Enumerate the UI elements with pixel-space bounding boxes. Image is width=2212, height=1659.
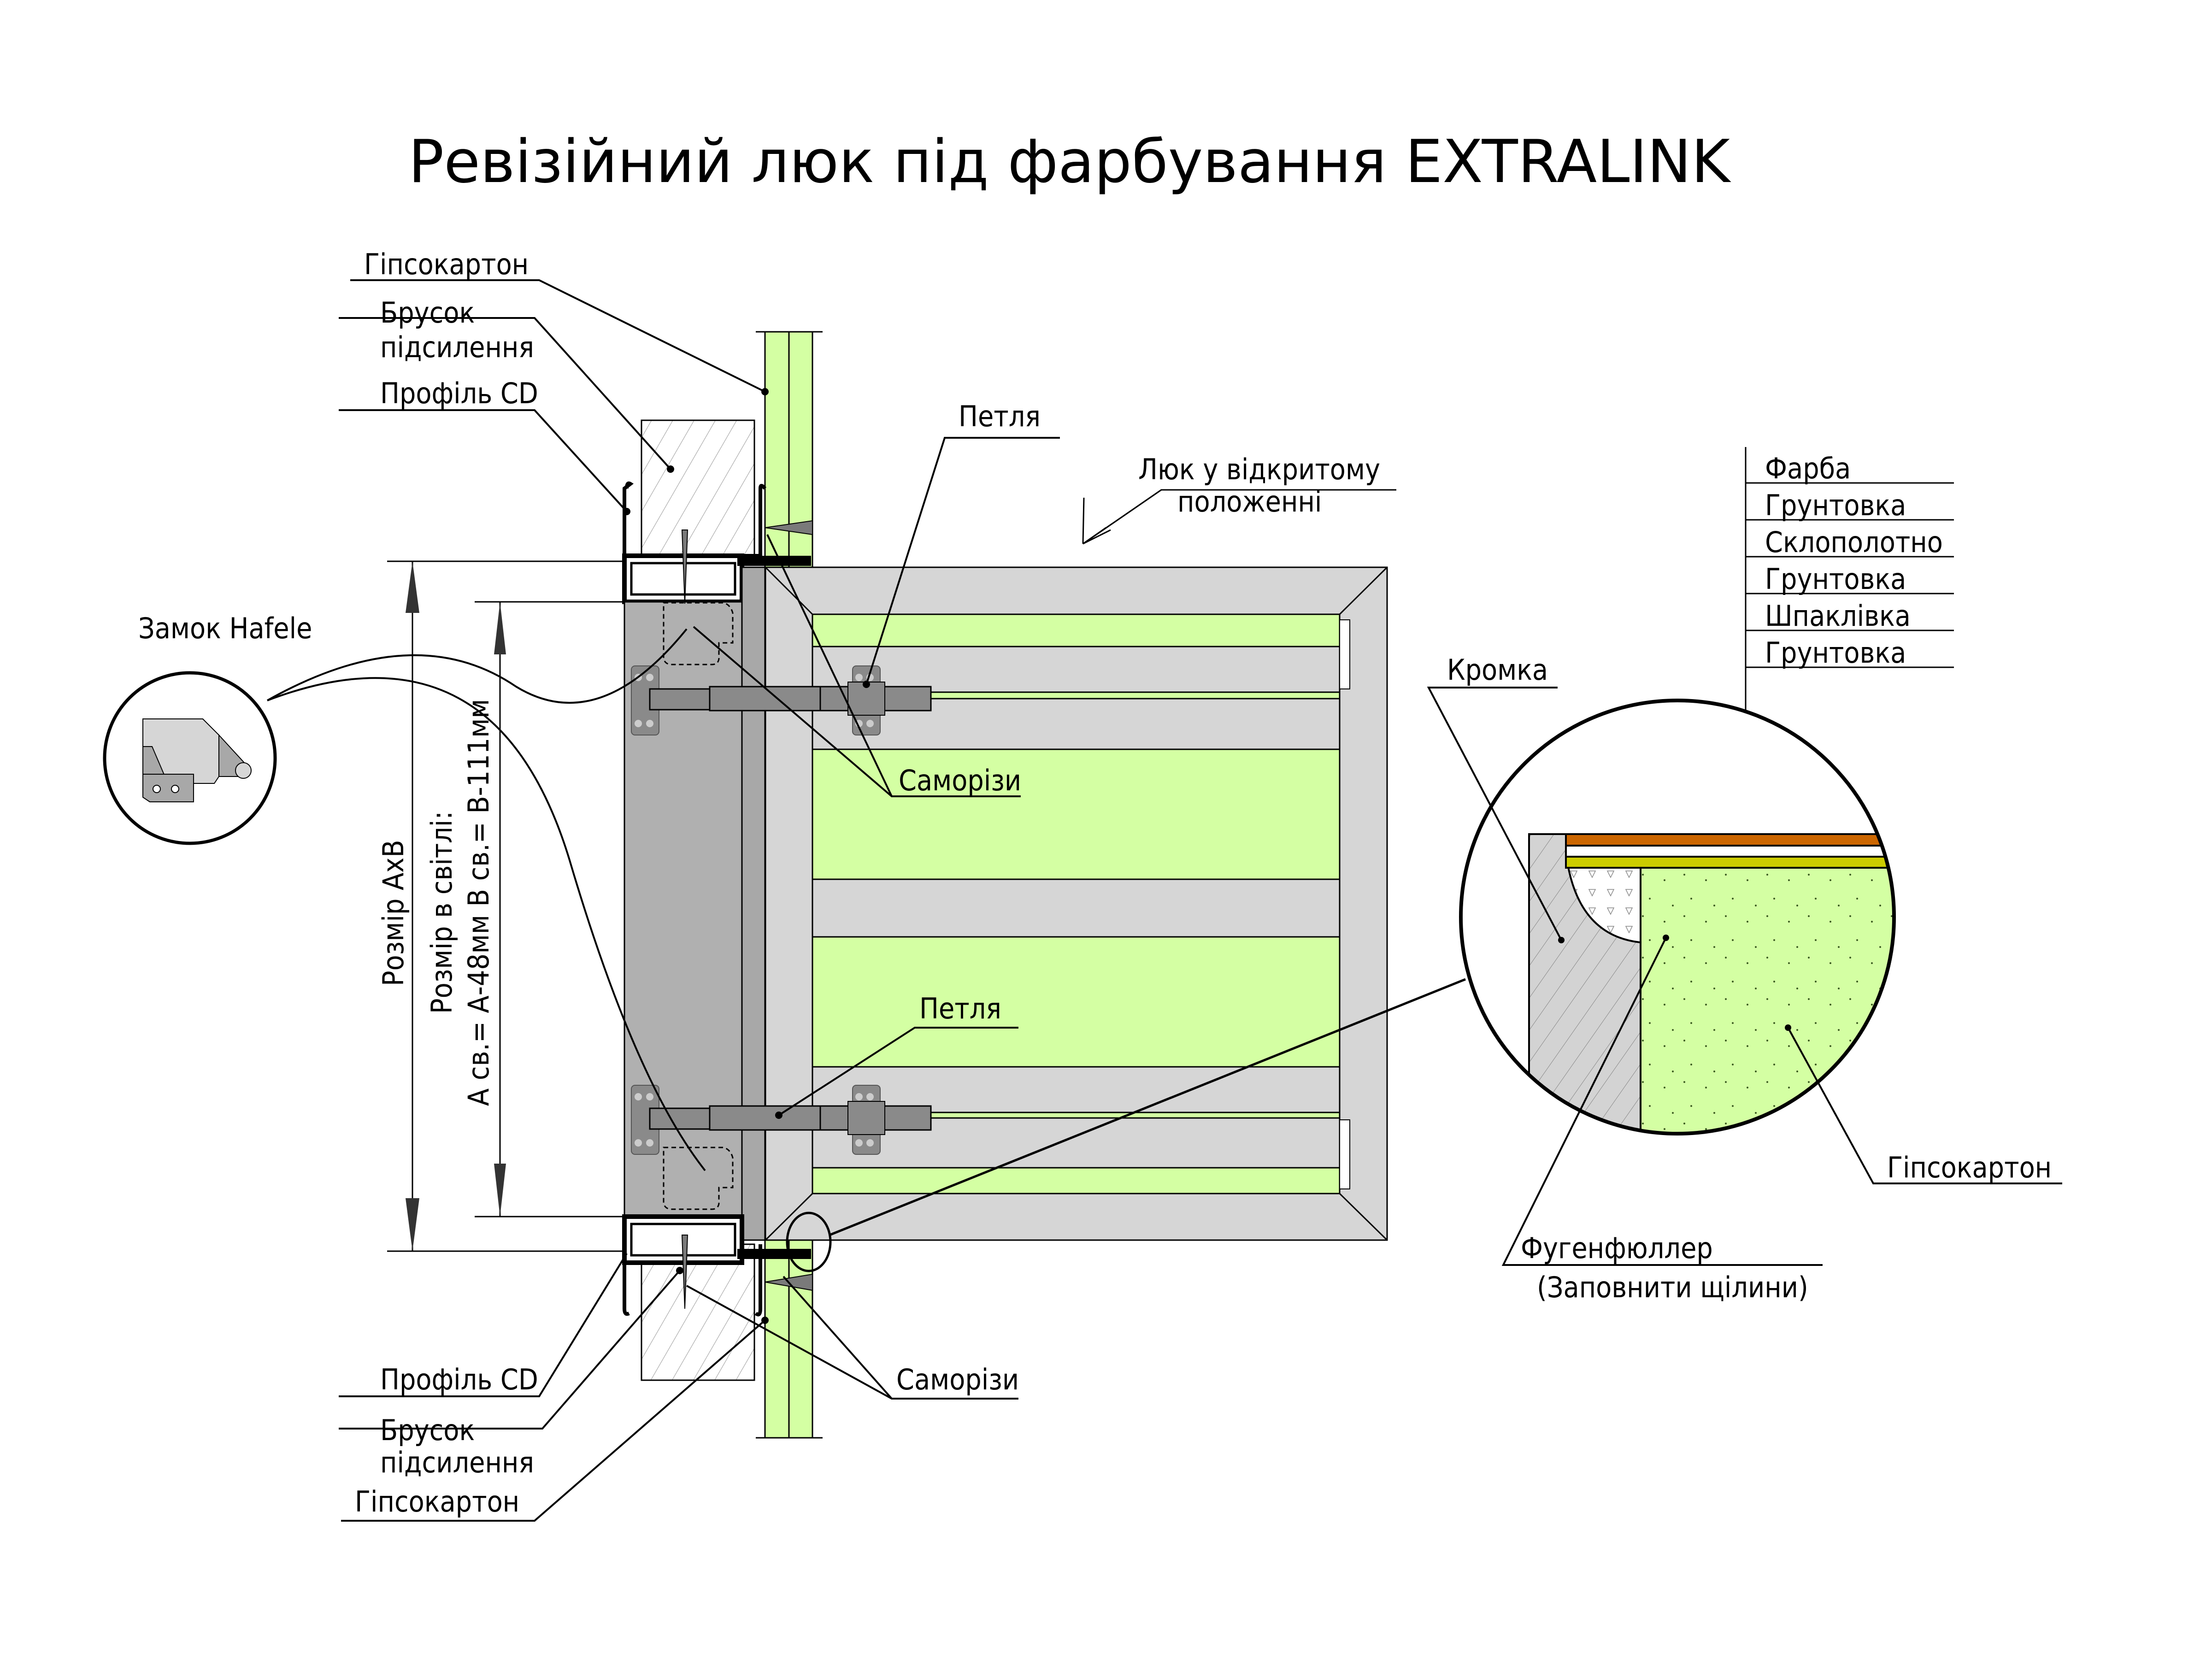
panel-drywall-strip	[812, 748, 1341, 880]
screws-top-leader-2	[766, 534, 893, 797]
hatch-open-label: Люк у відкритому	[1138, 453, 1380, 486]
lock-detail	[103, 671, 277, 845]
brusok-bottom-label: Брусок	[380, 1413, 475, 1447]
panel-drywall-strip	[812, 936, 1341, 1068]
layer-label: Шпаклівка	[1765, 599, 1911, 633]
dimension-clear	[475, 601, 622, 1218]
brusok-bottom-label-2: підсилення	[380, 1446, 534, 1479]
cd-profile-bottom	[623, 1244, 762, 1317]
brusok-top-label: Брусок	[380, 296, 475, 329]
joint-filler-label: Фугенфюллер	[1521, 1231, 1713, 1265]
detail-drywall-leader	[1787, 1027, 2062, 1184]
drawing-title: Ревізійний люк під фарбування EXTRALINK	[408, 128, 1731, 196]
latch-top	[663, 602, 734, 665]
panel-edge-block	[1339, 619, 1350, 689]
layer-label: Фарба	[1765, 452, 1851, 485]
clear-size-formula: А св.= А-48мм В св.= В-111мм	[462, 699, 495, 1106]
screws-top-label: Саморізи	[899, 764, 1021, 797]
dimension-axb	[387, 560, 622, 1252]
reinforcing-bar-top	[641, 419, 755, 557]
size-axb-label: Розмір АхВ	[377, 840, 410, 986]
edge-label: Кромка	[1447, 653, 1548, 687]
joint-filler-label-2: (Заповнити щілини)	[1537, 1271, 1808, 1304]
brusok-top-label-2: підсилення	[380, 330, 534, 364]
screws-bottom-leader-2	[782, 1276, 893, 1400]
detail-connector	[829, 978, 1466, 1236]
layer-label: Склополотно	[1765, 525, 1943, 559]
profile-top-leader	[339, 409, 628, 512]
edge-detail-border	[1459, 699, 1896, 1135]
hinge-top	[631, 665, 932, 735]
drywall-top-label: Гіпсокартон	[364, 247, 529, 281]
layer-label: Грунтовка	[1765, 488, 1906, 522]
detail-marker	[786, 1212, 832, 1272]
hinge-bottom-label: Петля	[919, 992, 1001, 1025]
layer-label: Грунтовка	[1765, 636, 1906, 670]
drywall-top-leader	[350, 279, 765, 393]
detail-drywall-label: Гіпсокартон	[1887, 1151, 2052, 1184]
latch-bottom	[663, 1147, 734, 1210]
clear-size-label: Розмір в світлі:	[425, 811, 459, 1014]
profile-bottom-leader	[339, 1253, 628, 1397]
lock-label: Замок Hafele	[138, 612, 312, 645]
hinge-bottom-leader	[778, 1027, 1018, 1116]
lock-leader-2	[267, 677, 706, 1171]
profile-top-label: Профіль CD	[380, 377, 538, 410]
drywall-bottom-leader	[341, 1319, 766, 1522]
screws-bottom-label: Саморізи	[896, 1363, 1019, 1396]
hinge-top-label: Петля	[959, 400, 1041, 433]
hinge-bottom	[631, 1085, 932, 1155]
layers-legend: ФарбаГрунтовкаСклополотноГрунтовкаШпаклі…	[1746, 452, 1954, 670]
brusok-bottom-leader	[339, 1270, 681, 1430]
panel-drywall-strip	[812, 1167, 1341, 1194]
lock-leader	[267, 628, 688, 704]
edge-leader	[1427, 687, 1562, 941]
brusok-top-leader	[339, 317, 671, 470]
panel-edge-block	[1339, 1119, 1350, 1189]
joint-filler-leader	[1501, 937, 1823, 1266]
edge-detail	[1461, 700, 1894, 1134]
drywall-bottom-label: Гіпсокартон	[355, 1485, 519, 1518]
layer-label: Грунтовка	[1765, 562, 1906, 596]
profile-bottom-label: Профіль CD	[380, 1363, 538, 1396]
hinge-top-leader	[865, 437, 1060, 685]
frame-strip-inner	[741, 566, 766, 1241]
panel-drywall-strip	[812, 613, 1341, 647]
